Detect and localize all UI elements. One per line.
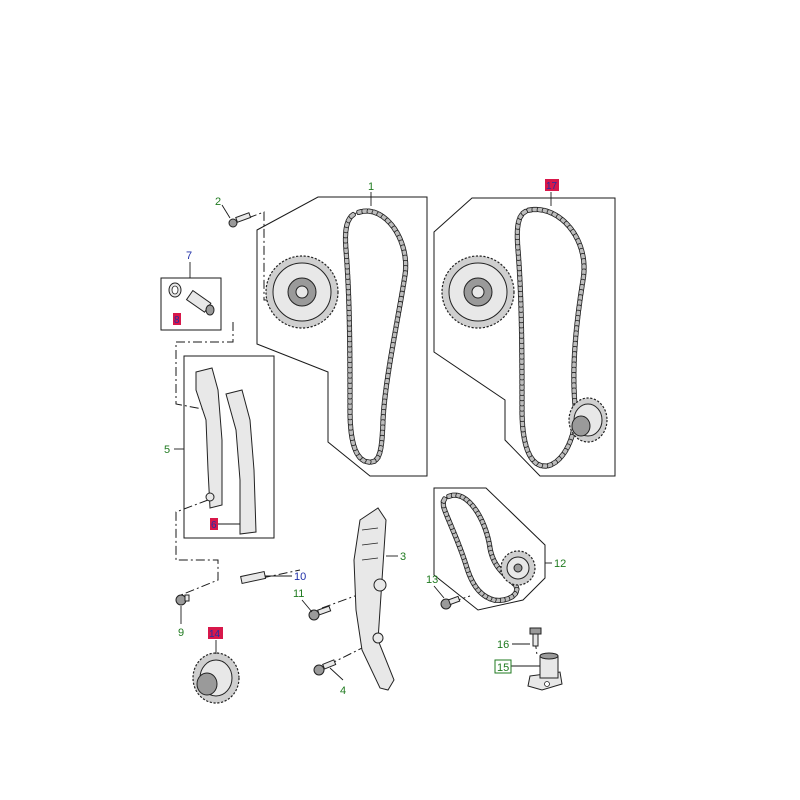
label-1: 1 [368, 181, 374, 193]
tensioner-body [185, 289, 215, 316]
label-2: 2 [215, 196, 221, 208]
pin-10 [240, 570, 267, 585]
label-16: 16 [497, 639, 509, 651]
label-14: 14 [209, 629, 221, 640]
label-11: 11 [293, 588, 304, 600]
badge-14 [208, 627, 223, 639]
chain-link [520, 208, 528, 216]
label-13: 13 [426, 574, 438, 586]
assembly-line-bolt10 [261, 569, 301, 579]
bolt-11 [308, 605, 332, 621]
assembly-line-lower [175, 499, 219, 596]
leader-2 [221, 204, 231, 219]
chain-guide-fixed [195, 367, 223, 509]
tensioner-seal-ring [168, 282, 182, 298]
tensioner-kit-frame [160, 277, 222, 331]
label-5: 5 [164, 444, 170, 456]
crank-sprocket-right [568, 397, 608, 443]
leader-11 [301, 599, 313, 613]
chain-link [440, 496, 448, 504]
bolt-9 [175, 594, 190, 606]
label-8: 8 [174, 315, 180, 326]
guide-pivot [205, 492, 215, 502]
label-17: 17 [546, 181, 558, 192]
bolt-2 [228, 212, 252, 228]
balance-shaft-sprocket [500, 550, 536, 586]
tensioner-arm-lower-pivot [372, 632, 384, 644]
camshaft-sprocket-right [441, 255, 515, 329]
leader-13 [433, 585, 445, 599]
chain-assembly-frame-right [433, 197, 616, 477]
tensioner-arm-pivot [373, 578, 387, 592]
label-9: 9 [178, 627, 184, 639]
chain-link [348, 211, 356, 219]
tensioner-arm-ribs [361, 527, 379, 561]
label-12: 12 [554, 558, 566, 570]
label-15: 15 [497, 662, 509, 674]
crankshaft-sprocket-14 [192, 652, 240, 704]
chain-path [442, 494, 518, 601]
label-6: 6 [211, 520, 217, 531]
label-7: 7 [186, 250, 192, 262]
badge-8 [173, 313, 181, 325]
timing-chain-left [342, 208, 409, 465]
badge-6 [210, 518, 218, 530]
sensor-15 [527, 652, 563, 691]
bolt-4 [313, 659, 337, 676]
bolt-16 [529, 627, 542, 647]
chain-assembly-frame-left [256, 196, 428, 477]
badge-17 [545, 179, 559, 191]
bolt-13 [440, 595, 461, 610]
camshaft-sprocket-left [265, 255, 339, 329]
balance-chain-frame [433, 487, 546, 611]
assembly-line-guides [175, 322, 234, 411]
chain-guide-tensioner [225, 389, 257, 535]
tensioner-arm [353, 507, 395, 691]
label-3: 3 [400, 551, 406, 563]
label-10: 10 [294, 571, 306, 583]
guides-frame [183, 355, 275, 539]
box-15 [494, 659, 512, 674]
label-4: 4 [340, 685, 346, 697]
leader-4 [329, 667, 344, 681]
